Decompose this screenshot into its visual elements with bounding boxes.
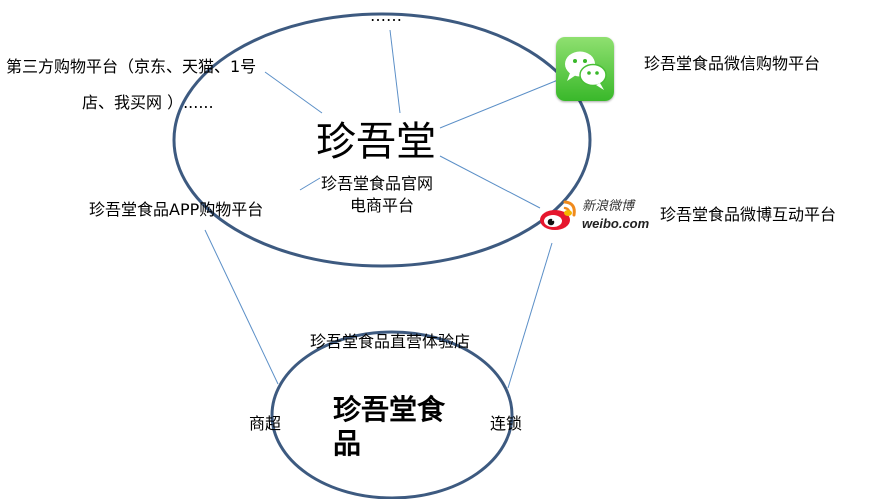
connector-wechat (439, 79, 559, 129)
weibo-icon: 新浪微博 weibo.com (538, 193, 653, 237)
weibo-logo-cn: 新浪微博 (582, 199, 635, 214)
third-party-label-line2: 店、我买网 ）...... (82, 93, 214, 112)
brand-title: 珍吾堂 (316, 119, 436, 165)
online-ellipse (172, 12, 592, 268)
weibo-logo-en: weibo.com (582, 216, 650, 231)
connector-third-party (264, 71, 323, 114)
weibo-platform-label: 珍吾堂食品微博互动平台 (660, 205, 837, 224)
supermarket-label: 商超 (249, 414, 282, 433)
official-site-label-line2: 电商平台 (350, 196, 415, 215)
more-platforms-ellipsis: …… (370, 6, 402, 25)
chain-label: 连锁 (490, 414, 523, 433)
third-party-label-line1: 第三方购物平台（京东、天猫、1号 (6, 57, 257, 76)
app-platform-label: 珍吾堂食品APP购物平台 (89, 200, 264, 219)
connector-app (299, 177, 321, 191)
connector-top (389, 29, 401, 114)
official-site-label-line1: 珍吾堂食品官网 (321, 174, 434, 193)
offline-ellipse (270, 330, 514, 499)
direct-store-label: 珍吾堂食品直营体验店 (310, 332, 471, 351)
wechat-icon (556, 37, 614, 101)
connector-right-down (507, 242, 553, 389)
brand-food-title: 珍吾堂食品 (333, 393, 446, 460)
connector-weibo (439, 155, 541, 209)
connector-left-down (204, 229, 279, 385)
wechat-platform-label: 珍吾堂食品微信购物平台 (644, 54, 821, 73)
